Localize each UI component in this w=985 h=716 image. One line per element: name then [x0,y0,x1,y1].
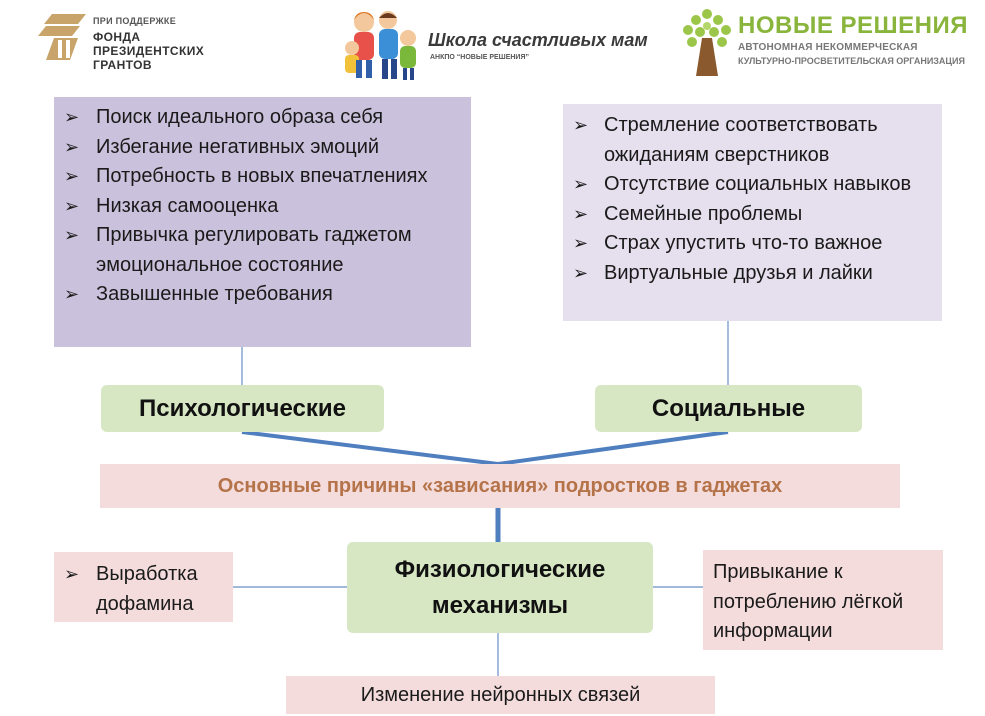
fund-line-1: ФОНДА [93,30,141,44]
physiological-label: Физиологические механизмы [347,542,653,633]
org-line-2: КУЛЬТУРНО-ПРОСВЕТИТЕЛЬСКАЯ ОРГАНИЗАЦИЯ [738,56,965,66]
list-item: Виртуальные друзья и лайки [563,259,942,289]
list-item: Отсутствие социальных навыков [563,170,942,200]
school-subtitle: АНКПО “НОВЫЕ РЕШЕНИЯ” [430,54,529,61]
connector-psy-title [241,430,499,466]
org-name: НОВЫЕ РЕШЕНИЯ [738,12,968,39]
fund-top-text: ПРИ ПОДДЕРЖКЕ [93,16,177,26]
list-item: Привычка регулировать гаджетом эмоционал… [54,221,471,280]
org-line-1: АВТОНОМНАЯ НЕКОММЕРЧЕСКАЯ [738,42,918,53]
psychological-causes-list: Поиск идеального образа себя Избегание н… [54,103,471,310]
social-label: Социальные [595,385,862,432]
light-information-box: Привыкание к потреблению лёгкой информац… [703,550,943,650]
happy-moms-school-logo: Школа счастливых мам АНКПО “НОВЫЕ РЕШЕНИ… [342,8,652,83]
list-item: Завышенные требования [54,280,471,310]
list-item: Низкая самооценка [54,192,471,222]
list-item: Избегание негативных эмоций [54,133,471,163]
header: ПРИ ПОДДЕРЖКЕ ФОНДА ПРЕЗИДЕНТСКИХ ГРАНТО… [0,0,985,90]
list-item: Стремление соответствовать ожиданиям све… [563,111,942,170]
list-item: Поиск идеального образа себя [54,103,471,133]
school-title: Школа счастливых мам [428,30,648,50]
list-item: Потребность в новых впечатлениях [54,162,471,192]
neural-connections-box: Изменение нейронных связей [286,676,715,714]
list-item: Семейные проблемы [563,200,942,230]
social-causes-list: Стремление соответствовать ожиданиям све… [563,111,942,288]
connector-soc-title [497,430,729,466]
dopamine-list: Выработка дофамина [54,560,233,619]
new-solutions-logo: НОВЫЕ РЕШЕНИЯ АВТОНОМНАЯ НЕКОММЕРЧЕСКАЯ … [680,6,975,76]
social-causes-box: Стремление соответствовать ожиданиям све… [563,104,942,321]
physiological-label-line-1: Физиологические [394,555,606,583]
fund-line-2: ПРЕЗИДЕНТСКИХ [93,44,205,58]
list-item: Выработка дофамина [54,560,233,619]
family-icon [345,11,416,80]
fund-line-3: ГРАНТОВ [93,58,152,72]
tree-icon [683,9,731,76]
psychological-label: Психологические [101,385,384,432]
main-title: Основные причины «зависания» подростков … [100,464,900,508]
psychological-causes-box: Поиск идеального образа себя Избегание н… [54,97,471,347]
dopamine-box: Выработка дофамина [54,552,233,622]
list-item: Страх упустить что-то важное [563,229,942,259]
presidential-grants-logo: ПРИ ПОДДЕРЖКЕ ФОНДА ПРЕЗИДЕНТСКИХ ГРАНТО… [38,12,238,72]
grant-fund-icon [38,14,86,60]
physiological-label-line-2: механизмы [431,591,569,619]
